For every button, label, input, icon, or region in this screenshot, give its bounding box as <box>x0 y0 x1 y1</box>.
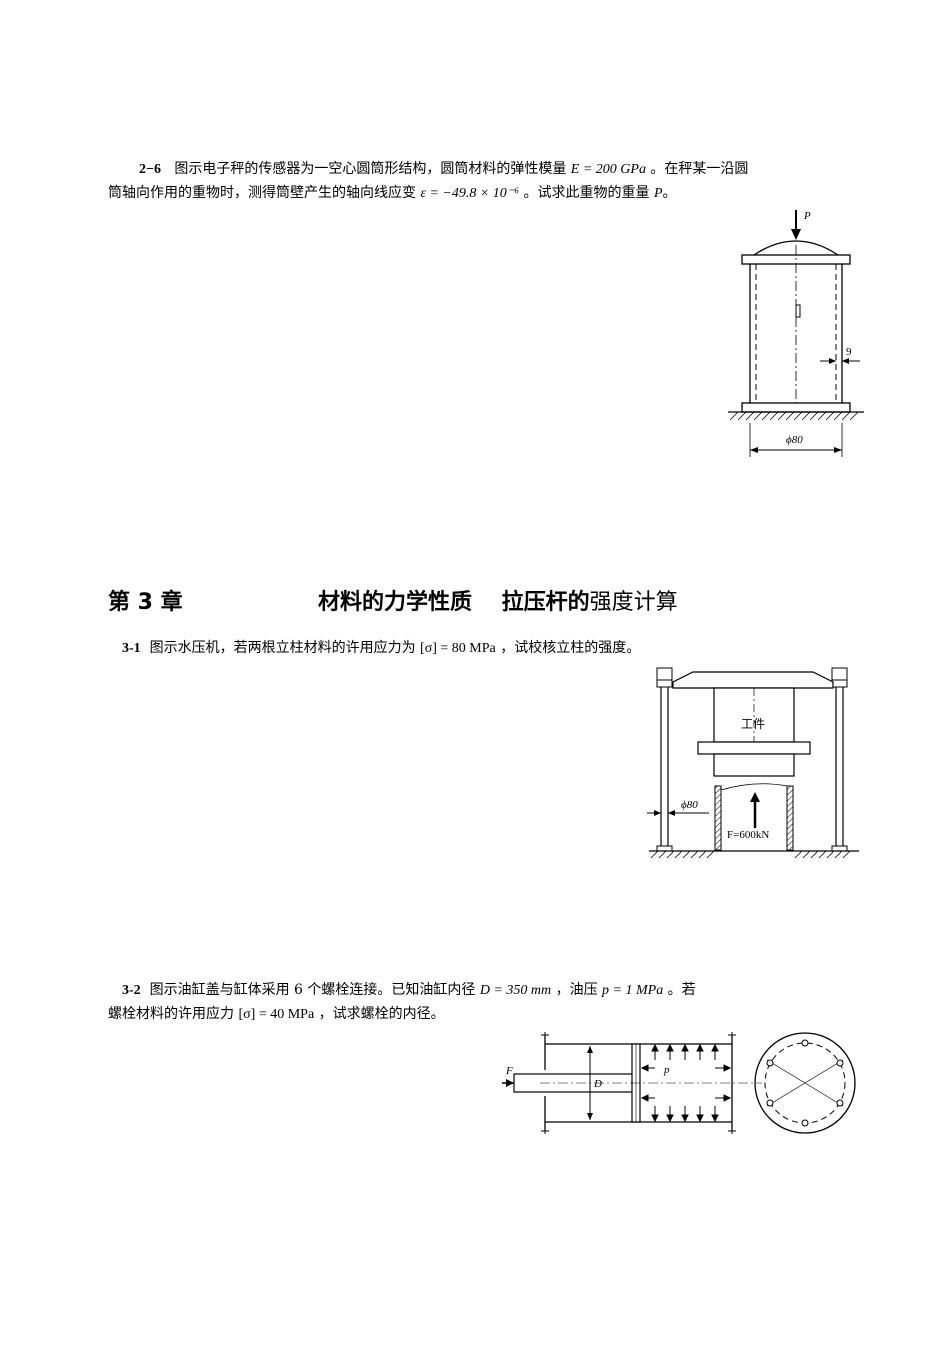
problem-text: ，试校核立柱的强度。 <box>500 640 641 656</box>
workpiece-label: 工件 <box>741 717 765 731</box>
problem-2-6-line2: 筒轴向作用的重物时，测得筒壁产生的轴向线应变 ε = −49.8 × 10⁻⁶ … <box>108 182 888 205</box>
chapter-label: 第 3 章 <box>108 590 183 615</box>
allowable-stress: [σ] = 80 MPa <box>420 641 496 656</box>
load-label: P <box>803 210 811 222</box>
diameter-label: ϕ80 <box>786 434 803 446</box>
problem-text: 筒轴向作用的重物时，测得筒壁产生的轴向线应变 <box>108 185 416 201</box>
problem-text: 图示电子秤的传感器为一空心圆筒形结构，圆筒材料的弹性模量 <box>174 161 567 177</box>
problem-3-2-line2: 螺栓材料的许用应力 [σ] = 40 MPa ，试求螺栓的内径。 <box>108 1003 868 1026</box>
strain-formula: ε = −49.8 × 10⁻⁶ <box>420 186 520 201</box>
modulus-formula: E = 200 GPa <box>570 162 646 177</box>
weight-symbol: P <box>653 186 663 201</box>
problem-text: 。试求此重物的重量 <box>523 185 650 201</box>
sensor-figure: P 9 ϕ80 <box>728 210 864 457</box>
problem-text: 图示水压机，若两根立柱材料的许用应力为 <box>149 640 416 656</box>
problem-text: 。在秤某一沿圆 <box>650 161 749 177</box>
period: 。 <box>662 185 677 201</box>
diameter-label: D <box>593 1078 602 1090</box>
pressure-label: p <box>663 1064 670 1076</box>
problem-3-2-line1: 3-2 图示油缸盖与缸体采用 6 个螺栓连接。已知油缸内径 D = 350 mm… <box>122 979 882 1002</box>
force-label: F=600kN <box>727 829 769 841</box>
column-diameter-label: ϕ80 <box>681 799 698 811</box>
problem-text: 螺栓材料的许用应力 <box>108 1006 234 1022</box>
problem-3-1: 3-1 图示水压机，若两根立柱材料的许用应力为 [σ] = 80 MPa ，试校… <box>122 637 862 660</box>
wall-thickness-label: 9 <box>846 346 852 358</box>
inner-diameter: D = 350 mm <box>479 983 552 998</box>
press-figure: 工件 F=600kN ϕ80 <box>647 667 859 859</box>
problem-text: 图示油缸盖与缸体采用 6 个螺栓连接。已知油缸内径 <box>149 982 476 998</box>
problem-text: 。若 <box>667 982 696 998</box>
cylinder-figure: D F p <box>502 1032 856 1134</box>
problem-2-6-line1: 2−6 图示电子秤的传感器为一空心圆筒形结构，圆筒材料的弹性模量 E = 200… <box>139 158 879 181</box>
force-label: F <box>505 1065 513 1077</box>
problem-text: ，油压 <box>555 982 598 998</box>
chapter-title-bold: 材料的力学性质 拉压杆的 <box>318 590 590 615</box>
problem-number: 3-1 <box>122 641 141 656</box>
chapter-title: 材料的力学性质 拉压杆的强度计算 <box>318 584 678 616</box>
problem-text: ，试求螺栓的内径。 <box>318 1006 445 1022</box>
problem-number: 3-2 <box>122 983 141 998</box>
problem-number: 2−6 <box>139 162 161 177</box>
oil-pressure: p = 1 MPa <box>602 983 664 998</box>
allowable-stress: [σ] = 40 MPa <box>238 1007 315 1022</box>
chapter-title-light: 强度计算 <box>589 590 678 615</box>
